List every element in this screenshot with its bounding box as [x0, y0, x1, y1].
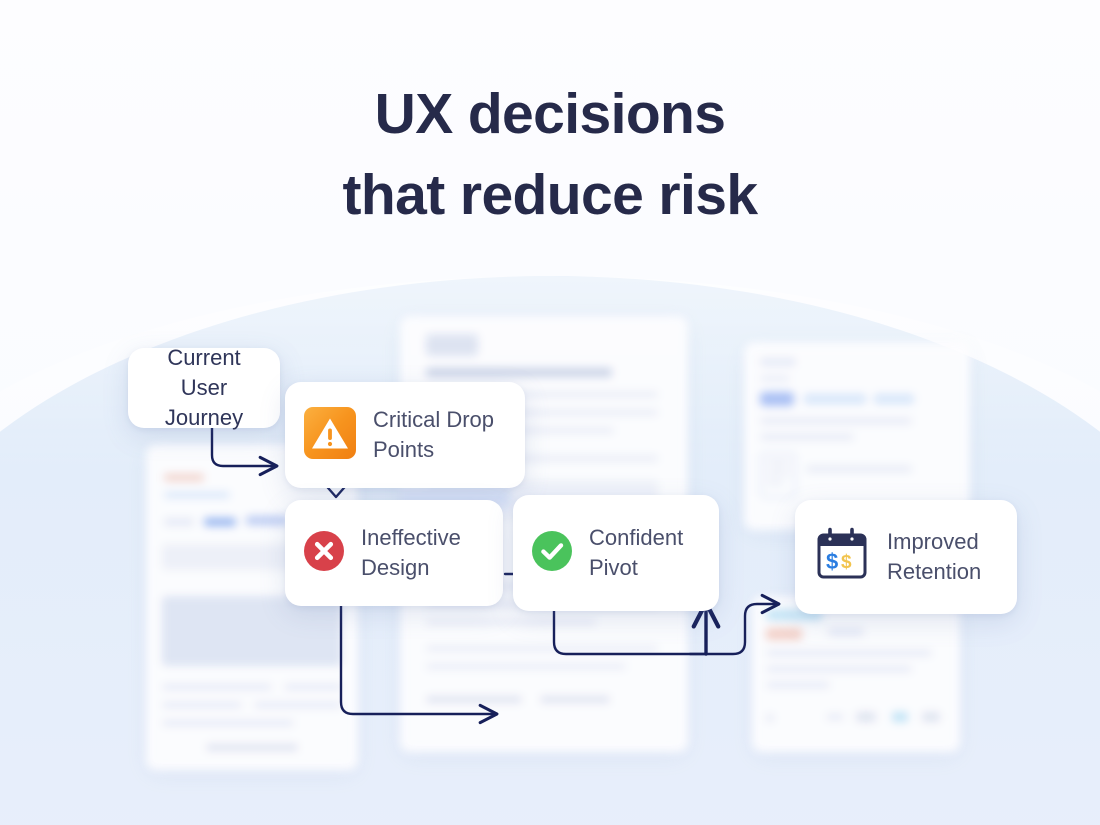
flow-node-label: Confident Pivot	[589, 525, 684, 580]
warning-triangle-icon	[303, 406, 357, 465]
flow-node-label: Critical Drop Points	[373, 407, 495, 462]
mock-doc-right-top	[744, 342, 970, 530]
flow-node-label: Ineffective Design	[361, 525, 461, 580]
mock-doc-right-bottom	[752, 596, 960, 752]
flow-node-confident-pivot[interactable]: Confident Pivot	[513, 495, 719, 611]
svg-text:$: $	[841, 552, 852, 573]
page-title: UX decisions that reduce risk	[342, 82, 759, 227]
mock-doc-left	[146, 444, 358, 770]
flow-node-label: Improved Retention	[887, 529, 982, 584]
success-check-circle-icon	[531, 530, 573, 577]
svg-text:$: $	[826, 549, 838, 574]
flow-node-label: Current User Journey	[164, 345, 244, 430]
error-x-circle-icon	[303, 530, 345, 577]
flow-node-ineffective-design[interactable]: Ineffective Design	[285, 500, 503, 606]
flow-node-current-user-journey[interactable]: Current User Journey	[128, 345, 280, 430]
calendar-money-icon: $ $	[813, 527, 871, 588]
flow-node-critical-drop-points[interactable]: Critical Drop Points	[285, 382, 525, 488]
flow-node-improved-retention[interactable]: $ $ Improved Retention	[795, 500, 1017, 614]
